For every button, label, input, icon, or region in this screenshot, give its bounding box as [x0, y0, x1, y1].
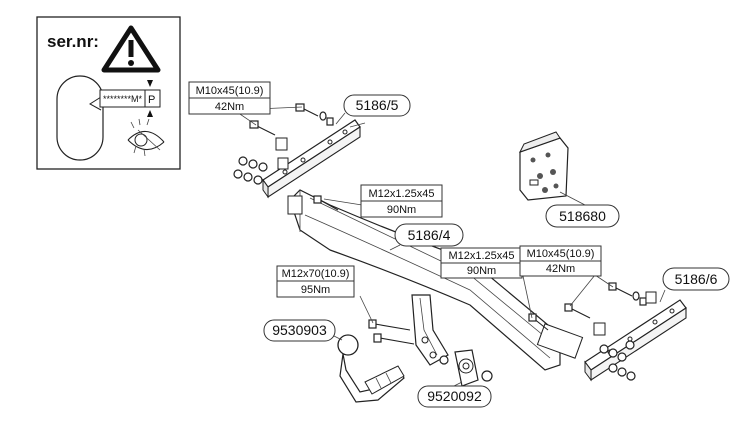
svg-text:M10x45(10.9): M10x45(10.9): [527, 248, 595, 260]
right-fasteners: [564, 282, 657, 381]
plate-suffix: P: [148, 94, 155, 106]
crossbar: [287, 189, 584, 371]
svg-text:9530903: 9530903: [272, 322, 327, 338]
torque-label-2: M12x1.25x45 90Nm: [360, 184, 443, 218]
part-label-crossbar: 5186/4: [394, 223, 464, 247]
tow-ball: [337, 334, 405, 403]
plate-stars: ********M*: [103, 94, 143, 104]
svg-text:M12x70(10.9): M12x70(10.9): [282, 268, 350, 280]
svg-text:90Nm: 90Nm: [387, 204, 416, 216]
torque-label-5: M12x70(10.9) 95Nm: [276, 265, 355, 298]
svg-text:42Nm: 42Nm: [215, 101, 244, 113]
svg-text:5186/6: 5186/6: [675, 271, 718, 287]
part-label-right-bracket: 5186/6: [662, 267, 730, 291]
serial-label: ser.nr:: [47, 32, 99, 51]
type-plate: ********M* P: [89, 80, 161, 117]
part-label-electric-kit: 518680: [545, 204, 620, 228]
ball-mount-bracket: [411, 294, 449, 366]
torque-label-1: M10x45(10.9) 42Nm: [188, 81, 271, 115]
svg-text:90Nm: 90Nm: [467, 265, 496, 277]
torque-label-3: M12x1.25x45 90Nm: [440, 247, 523, 279]
center-bolts: [368, 319, 415, 345]
svg-text:42Nm: 42Nm: [546, 263, 575, 275]
svg-text:9520092: 9520092: [427, 388, 482, 404]
part-label-socket-plate: 9520092: [417, 385, 492, 408]
right-bracket: [584, 299, 687, 382]
part-label-ball: 9530903: [263, 319, 336, 342]
svg-text:M10x45(10.9): M10x45(10.9): [196, 85, 264, 97]
left-fasteners: [233, 103, 366, 185]
svg-text:518680: 518680: [559, 208, 606, 224]
svg-text:M12x1.25x45: M12x1.25x45: [368, 188, 434, 200]
part-label-left-bracket: 5186/5: [343, 94, 411, 117]
tow-bar-outline: [56, 75, 104, 161]
left-bracket: [262, 119, 361, 199]
warning-icon: [101, 25, 161, 73]
svg-text:5186/5: 5186/5: [356, 97, 399, 113]
svg-text:95Nm: 95Nm: [301, 284, 330, 296]
torque-label-4: M10x45(10.9) 42Nm: [519, 245, 602, 277]
socket-plate: [439, 349, 493, 387]
eye-icon: [127, 118, 165, 157]
serial-number-panel: ser.nr: ********M* P: [36, 16, 181, 170]
svg-text:5186/4: 5186/4: [408, 227, 451, 243]
svg-text:M12x1.25x45: M12x1.25x45: [448, 250, 514, 262]
electric-kit: [519, 131, 569, 201]
